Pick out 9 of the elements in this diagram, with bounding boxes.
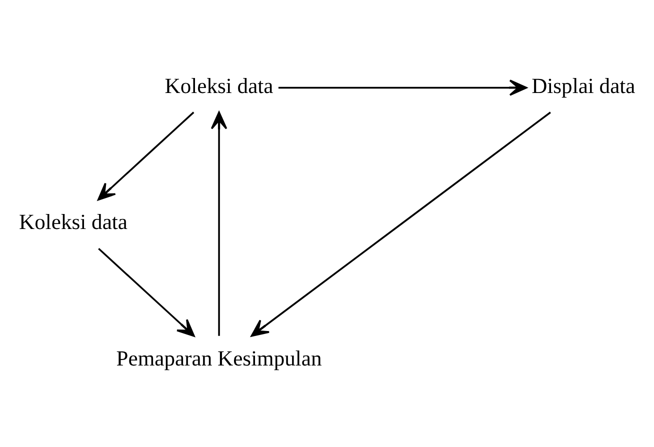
- arrow: [278, 79, 528, 96]
- arrow: [98, 247, 195, 336]
- node-text: Displai data: [532, 73, 636, 98]
- node-text: Koleksi data: [164, 73, 274, 98]
- arrow: [250, 111, 551, 336]
- arrow: [98, 111, 194, 200]
- node-text: Pemaparan Kesimpulan: [116, 346, 322, 370]
- arrow: [210, 110, 228, 336]
- node-text: Koleksi data: [19, 210, 128, 234]
